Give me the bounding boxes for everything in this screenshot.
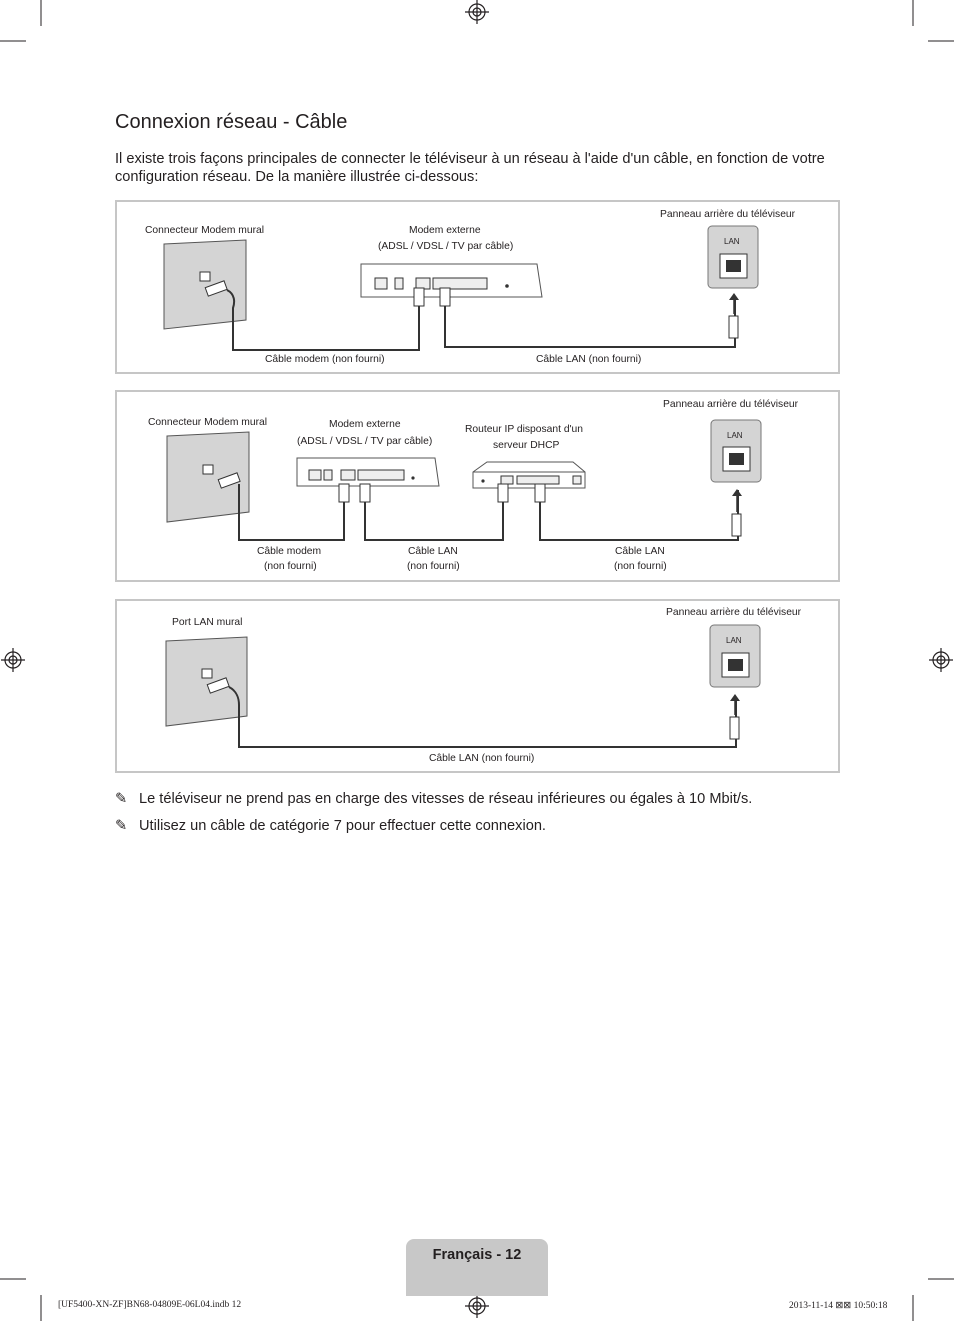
note-speed: ✎ Le téléviseur ne prend pas en charge de… bbox=[115, 790, 752, 807]
label-wall-port: Port LAN mural bbox=[172, 617, 243, 628]
label-wall-connector: Connecteur Modem mural bbox=[148, 417, 268, 428]
label-tv-panel: Panneau arrière du téléviseur bbox=[660, 209, 796, 220]
pencil-note-icon: ✎ bbox=[115, 818, 128, 834]
lan-port-label: LAN bbox=[726, 636, 742, 645]
lan-port-label: LAN bbox=[727, 431, 743, 440]
diagram-direct-modem: Connecteur Modem mural Modem externe (AD… bbox=[115, 200, 840, 374]
note-text: Utilisez un câble de catégorie 7 pour ef… bbox=[139, 818, 546, 834]
note-text: Le téléviseur ne prend pas en charge des… bbox=[139, 791, 753, 807]
lan-port-label: LAN bbox=[724, 237, 740, 246]
label-cable-lan-2-sub: (non fourni) bbox=[614, 561, 667, 572]
label-cable-lan: Câble LAN (non fourni) bbox=[536, 354, 642, 365]
label-cable-modem-sub: (non fourni) bbox=[264, 561, 317, 572]
diagram-2-graphic bbox=[166, 419, 762, 541]
diagram-3-graphic bbox=[165, 624, 761, 748]
label-cable-lan-1-sub: (non fourni) bbox=[407, 561, 460, 572]
label-router-sub: serveur DHCP bbox=[493, 440, 560, 451]
diagram-modem-router: Connecteur Modem mural Modem externe (AD… bbox=[115, 390, 840, 582]
label-modem: Modem externe bbox=[409, 225, 481, 236]
page-title: Connexion réseau - Câble bbox=[115, 111, 348, 133]
intro-paragraph: Il existe trois façons principales de co… bbox=[115, 151, 825, 185]
diagram-wall-lan: Port LAN mural Panneau arrière du télévi… bbox=[115, 599, 840, 773]
label-router: Routeur IP disposant d'un bbox=[465, 424, 583, 435]
label-wall-connector: Connecteur Modem mural bbox=[145, 225, 265, 236]
label-cable-lan-1: Câble LAN bbox=[408, 546, 458, 557]
label-cable-modem: Câble modem bbox=[257, 546, 322, 557]
page-number-tab: Français - 12 bbox=[406, 1239, 548, 1296]
label-modem: Modem externe bbox=[329, 419, 401, 430]
label-modem-sub: (ADSL / VDSL / TV par câble) bbox=[378, 241, 514, 252]
label-modem-sub: (ADSL / VDSL / TV par câble) bbox=[297, 436, 433, 447]
page-number: Français - 12 bbox=[432, 1247, 522, 1263]
label-tv-panel: Panneau arrière du téléviseur bbox=[663, 399, 799, 410]
pencil-note-icon: ✎ bbox=[115, 791, 128, 807]
print-info-left: [UF5400-XN-ZF]BN68-04809E-06L04.indb 12 bbox=[58, 1300, 242, 1310]
label-tv-panel: Panneau arrière du téléviseur bbox=[666, 607, 802, 618]
label-cable-modem: Câble modem (non fourni) bbox=[265, 354, 385, 365]
diagram-1-graphic bbox=[163, 225, 759, 351]
print-info-right: 2013-11-14 ⊠⊠ 10:50:18 bbox=[789, 1301, 888, 1311]
note-cable-category: ✎ Utilisez un câble de catégorie 7 pour e… bbox=[115, 817, 546, 834]
label-cable-lan-2: Câble LAN bbox=[615, 546, 665, 557]
label-cable-lan: Câble LAN (non fourni) bbox=[429, 753, 535, 764]
